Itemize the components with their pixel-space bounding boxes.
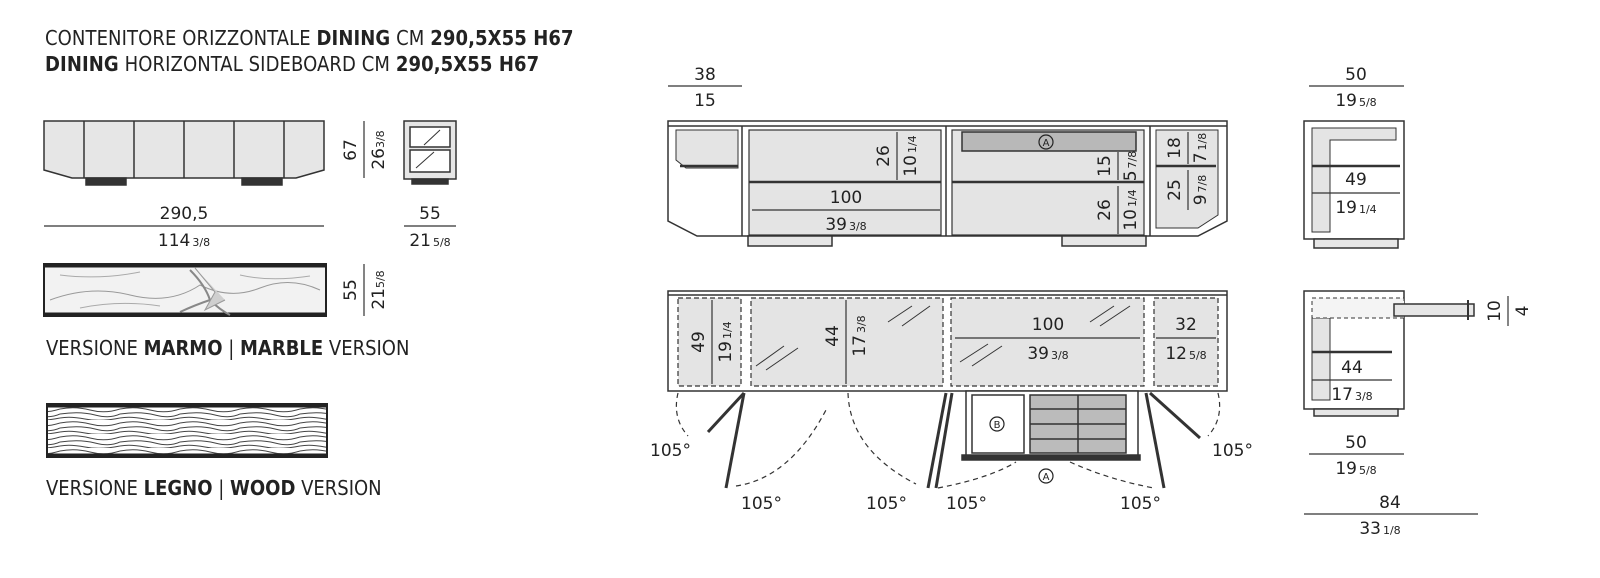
angle-bottom-2: 105° bbox=[866, 494, 907, 514]
svg-text:32: 32 bbox=[1175, 315, 1197, 335]
svg-text:15: 15 bbox=[1095, 155, 1115, 177]
angle-right: 105° bbox=[1212, 441, 1253, 461]
svg-text:393/8: 393/8 bbox=[1027, 344, 1068, 364]
label-b: B bbox=[989, 416, 1005, 432]
svg-text:393/8: 393/8 bbox=[825, 215, 866, 235]
top-depth-cm: 55 bbox=[341, 279, 361, 301]
title-english: DINING HORIZONTAL SIDEBOARD CM 290,5X55 … bbox=[45, 52, 540, 76]
svg-text:100: 100 bbox=[830, 188, 862, 208]
front-height-cm: 67 bbox=[341, 139, 361, 161]
front-height-dim: 67 263/8 bbox=[341, 121, 389, 178]
svg-text:101/4: 101/4 bbox=[1121, 189, 1141, 230]
top-depth-dim: 55 215/8 bbox=[341, 264, 389, 316]
internal-front-view bbox=[667, 120, 1228, 247]
svg-text:B: B bbox=[994, 420, 1001, 431]
left-niche-dim: 38 15 bbox=[668, 65, 742, 111]
svg-text:15: 15 bbox=[694, 91, 716, 111]
marble-top-view bbox=[43, 263, 327, 317]
angle-bottom-3: 105° bbox=[946, 494, 987, 514]
title-italian: CONTENITORE ORIZZONTALE DINING CM 290,5X… bbox=[45, 26, 574, 50]
wood-top-view bbox=[46, 403, 328, 458]
drawer-h-dim: 15 57/8 bbox=[1095, 151, 1141, 182]
door-h-dim: 49 191/4 bbox=[689, 300, 736, 384]
section-view-top bbox=[1303, 120, 1405, 249]
angle-left: 105° bbox=[650, 441, 691, 461]
svg-text:49: 49 bbox=[689, 331, 709, 353]
svg-text:195/8: 195/8 bbox=[1335, 459, 1376, 479]
svg-text:38: 38 bbox=[694, 65, 716, 85]
svg-text:50: 50 bbox=[1345, 433, 1367, 453]
right-bottom-dim: 25 97/8 bbox=[1165, 170, 1211, 210]
int-h1-dim: 26 101/4 bbox=[874, 132, 921, 180]
svg-text:84: 84 bbox=[1379, 493, 1401, 513]
svg-text:50: 50 bbox=[1345, 65, 1367, 85]
svg-text:49: 49 bbox=[1345, 170, 1367, 190]
small-front-view bbox=[43, 120, 325, 186]
svg-text:25: 25 bbox=[1165, 179, 1185, 201]
svg-text:100: 100 bbox=[1032, 315, 1064, 335]
wood-version-label: VERSIONE LEGNO | WOOD VERSION bbox=[46, 476, 382, 500]
top-depth-in: 215/8 bbox=[369, 270, 389, 309]
svg-text:125/8: 125/8 bbox=[1165, 344, 1206, 364]
front-height-in: 263/8 bbox=[369, 130, 389, 169]
svg-text:4: 4 bbox=[1513, 306, 1533, 317]
svg-text:A: A bbox=[1043, 472, 1050, 483]
angle-bottom-1: 105° bbox=[741, 494, 782, 514]
svg-text:10: 10 bbox=[1485, 300, 1505, 322]
svg-text:44: 44 bbox=[1341, 358, 1363, 378]
front-width-cm: 290,5 bbox=[160, 204, 209, 224]
svg-text:101/4: 101/4 bbox=[901, 135, 921, 176]
svg-text:71/8: 71/8 bbox=[1191, 133, 1211, 164]
small-side-view bbox=[403, 120, 457, 185]
svg-text:A: A bbox=[1043, 138, 1050, 149]
angle-bottom-4: 105° bbox=[1120, 494, 1161, 514]
svg-text:26: 26 bbox=[1095, 199, 1115, 221]
svg-text:331/8: 331/8 bbox=[1359, 519, 1400, 539]
svg-text:191/4: 191/4 bbox=[1335, 198, 1376, 218]
side-depth-cm: 55 bbox=[419, 204, 441, 224]
svg-text:26: 26 bbox=[874, 145, 894, 167]
door-swing-arcs bbox=[675, 392, 1221, 489]
door2-h-dim: 44 173/8 bbox=[823, 300, 870, 384]
drawer-pull-dim: 10 4 bbox=[1485, 296, 1533, 326]
svg-text:191/4: 191/4 bbox=[716, 321, 736, 362]
int-h2-dim: 26 101/4 bbox=[1095, 186, 1141, 234]
marble-version-label: VERSIONE MARMO | MARBLE VERSION bbox=[46, 336, 410, 360]
section-view-bottom bbox=[1303, 290, 1475, 417]
svg-text:195/8: 195/8 bbox=[1335, 91, 1376, 111]
svg-text:97/8: 97/8 bbox=[1191, 175, 1211, 206]
doors-front-view bbox=[667, 290, 1228, 489]
label-a-bottom: A bbox=[1038, 468, 1054, 484]
svg-text:44: 44 bbox=[823, 325, 843, 347]
svg-text:57/8: 57/8 bbox=[1121, 151, 1141, 182]
svg-text:18: 18 bbox=[1165, 137, 1185, 159]
right-top-dim: 18 71/8 bbox=[1165, 132, 1211, 164]
svg-text:173/8: 173/8 bbox=[1331, 385, 1372, 405]
drawer-label-a: A bbox=[1038, 134, 1054, 150]
svg-text:173/8: 173/8 bbox=[850, 315, 870, 356]
